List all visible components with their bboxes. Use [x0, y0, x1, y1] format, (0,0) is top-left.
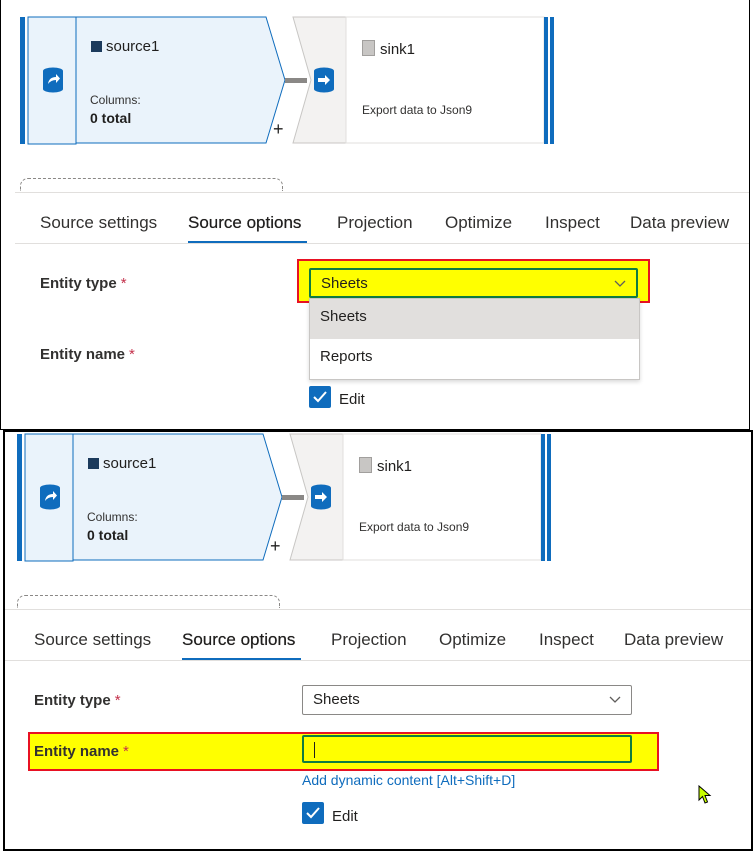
dataset-sink-icon[interactable] — [313, 67, 335, 93]
tabs-top-border — [5, 609, 751, 610]
tab-optimize[interactable]: Optimize — [439, 630, 507, 649]
checkmark-icon — [313, 391, 327, 403]
sink-node-title[interactable]: sink1 — [359, 455, 412, 475]
add-transformation-button[interactable]: + — [270, 536, 281, 556]
chevron-down-icon — [614, 270, 626, 298]
edit-checkbox[interactable] — [309, 386, 331, 408]
dataflow-graph-2 — [17, 433, 551, 562]
dataset-source-icon[interactable] — [39, 484, 61, 510]
sink-node-title[interactable]: sink1 — [362, 38, 415, 58]
source-node-title[interactable]: source1 — [91, 38, 159, 55]
node-connector — [285, 78, 307, 83]
source-node-body-2 — [72, 433, 283, 561]
source-columns-label: Columns: — [87, 510, 138, 524]
sink-node-right-bar-4 — [547, 434, 551, 561]
dropdown-option-reports[interactable]: Reports — [320, 348, 373, 365]
tab-source-settings[interactable]: Source settings — [40, 213, 158, 232]
active-tab-indicator — [182, 658, 301, 660]
tab-inspect[interactable]: Inspect — [545, 213, 600, 232]
entity-type-select[interactable]: Sheets — [302, 685, 632, 715]
json-file-icon — [362, 40, 375, 56]
dataflow-canvas-2: source1 Columns: 0 total sink1 Export da… — [0, 432, 744, 624]
add-source-placeholder[interactable] — [17, 595, 280, 608]
source-columns-label: Columns: — [90, 93, 141, 107]
edit-checkbox-label: Edit — [339, 391, 365, 408]
tab-projection[interactable]: Projection — [331, 630, 407, 649]
dataset-sink-icon[interactable] — [310, 484, 332, 510]
dataset-source-icon[interactable] — [42, 67, 64, 93]
tab-source-options[interactable]: Source options — [188, 213, 302, 232]
mouse-pointer-icon — [698, 785, 712, 804]
sink-node-body-2 — [342, 433, 542, 561]
source-node-left-bar-2 — [17, 434, 22, 561]
checkbox-square-icon — [91, 41, 102, 52]
tab-source-options[interactable]: Source options — [182, 630, 296, 649]
sink-node-description: Export data to Json9 — [359, 520, 470, 534]
node-connector-2 — [282, 495, 304, 500]
sink-node-body — [345, 16, 545, 144]
sink-node-description: Export data to Json9 — [362, 103, 473, 117]
edit-checkbox-label: Edit — [332, 808, 358, 825]
sink-node-right-bar-1 — [544, 17, 548, 144]
entity-type-label: Entity type* — [34, 692, 121, 709]
entity-type-label: Entity type* — [40, 275, 127, 292]
checkbox-square-icon — [88, 458, 99, 469]
tab-projection[interactable]: Projection — [337, 213, 413, 232]
tab-inspect[interactable]: Inspect — [539, 630, 594, 649]
tab-source-settings[interactable]: Source settings — [34, 630, 152, 649]
source-node-title[interactable]: source1 — [88, 455, 156, 472]
active-tab-indicator — [188, 241, 307, 243]
checkmark-icon — [306, 807, 320, 819]
tabs-top-border — [15, 192, 749, 193]
sink-node-right-bar-3 — [541, 434, 545, 561]
source-columns-value: 0 total — [90, 110, 132, 126]
add-source-placeholder[interactable] — [20, 178, 283, 191]
entity-name-input[interactable] — [302, 735, 632, 763]
chevron-down-icon — [609, 686, 621, 714]
entity-name-label: Entity name* — [40, 346, 135, 363]
source-node-body — [75, 16, 286, 144]
entity-name-label: Entity name* — [34, 743, 129, 760]
screenshot-panel-entity-name: source1 Columns: 0 total sink1 Export da… — [3, 430, 753, 851]
edit-checkbox[interactable] — [302, 802, 324, 824]
sink-node-right-bar-2 — [550, 17, 554, 144]
entity-type-select[interactable]: Sheets — [309, 268, 638, 298]
dataflow-graph — [20, 16, 554, 145]
dataflow-canvas: source1 Columns: 0 total sink1 Export da… — [1, 0, 749, 192]
source-node-left-bar — [20, 17, 25, 144]
tab-data-preview[interactable]: Data preview — [624, 630, 724, 649]
add-dynamic-content-link[interactable]: Add dynamic content [Alt+Shift+D] — [302, 772, 516, 788]
text-caret — [314, 742, 315, 758]
json-file-icon — [359, 457, 372, 473]
tab-data-preview[interactable]: Data preview — [630, 213, 730, 232]
source-columns-value: 0 total — [87, 527, 129, 543]
dropdown-option-sheets[interactable]: Sheets — [310, 299, 639, 339]
tab-optimize[interactable]: Optimize — [445, 213, 513, 232]
entity-type-dropdown-list: Sheets Reports — [309, 298, 640, 380]
tabs-bottom-border — [15, 243, 749, 244]
tabs-bottom-border — [5, 660, 751, 661]
add-transformation-button[interactable]: + — [273, 119, 284, 139]
screenshot-panel-dropdown-open: source1 Columns: 0 total sink1 Export da… — [0, 0, 750, 430]
